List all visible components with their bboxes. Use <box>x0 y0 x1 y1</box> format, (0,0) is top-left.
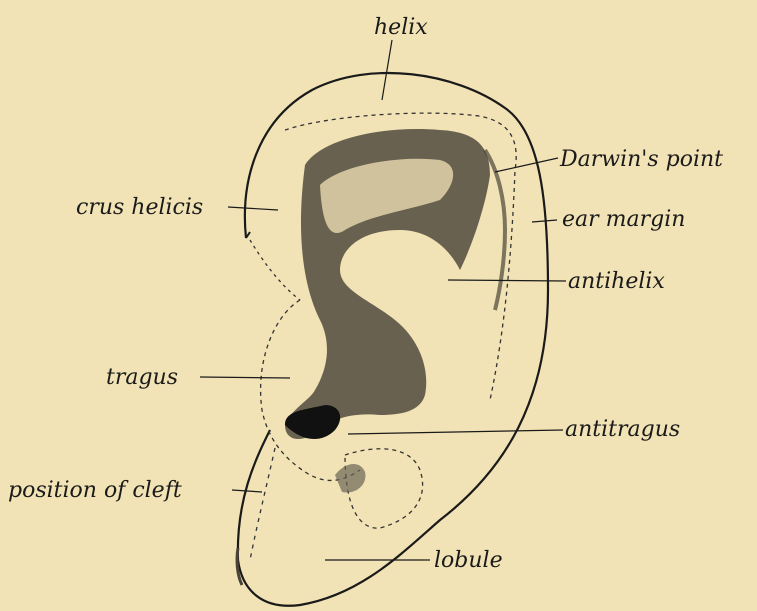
leader-cleft <box>232 490 262 492</box>
leader-ear-margin <box>532 220 557 222</box>
leader-tragus <box>200 377 290 378</box>
label-tragus: tragus <box>106 365 178 390</box>
label-antihelix: antihelix <box>568 269 665 294</box>
leader-helix <box>382 40 392 100</box>
label-lobule: lobule <box>434 548 503 573</box>
label-ear-margin: ear margin <box>562 207 685 232</box>
label-helix: helix <box>374 15 428 40</box>
label-darwins-point: Darwin's point <box>559 147 723 172</box>
label-antitragus: antitragus <box>565 417 680 442</box>
leader-crus-helicis <box>228 207 278 210</box>
label-position-of-cleft: position of cleft <box>8 478 182 503</box>
leader-lines <box>200 40 566 560</box>
leader-antitragus <box>348 430 563 434</box>
crus-helicis-path <box>250 240 300 300</box>
label-crus-helicis: crus helicis <box>76 195 203 220</box>
leader-darwins-point <box>495 158 558 172</box>
antitragus-shading <box>335 464 365 493</box>
